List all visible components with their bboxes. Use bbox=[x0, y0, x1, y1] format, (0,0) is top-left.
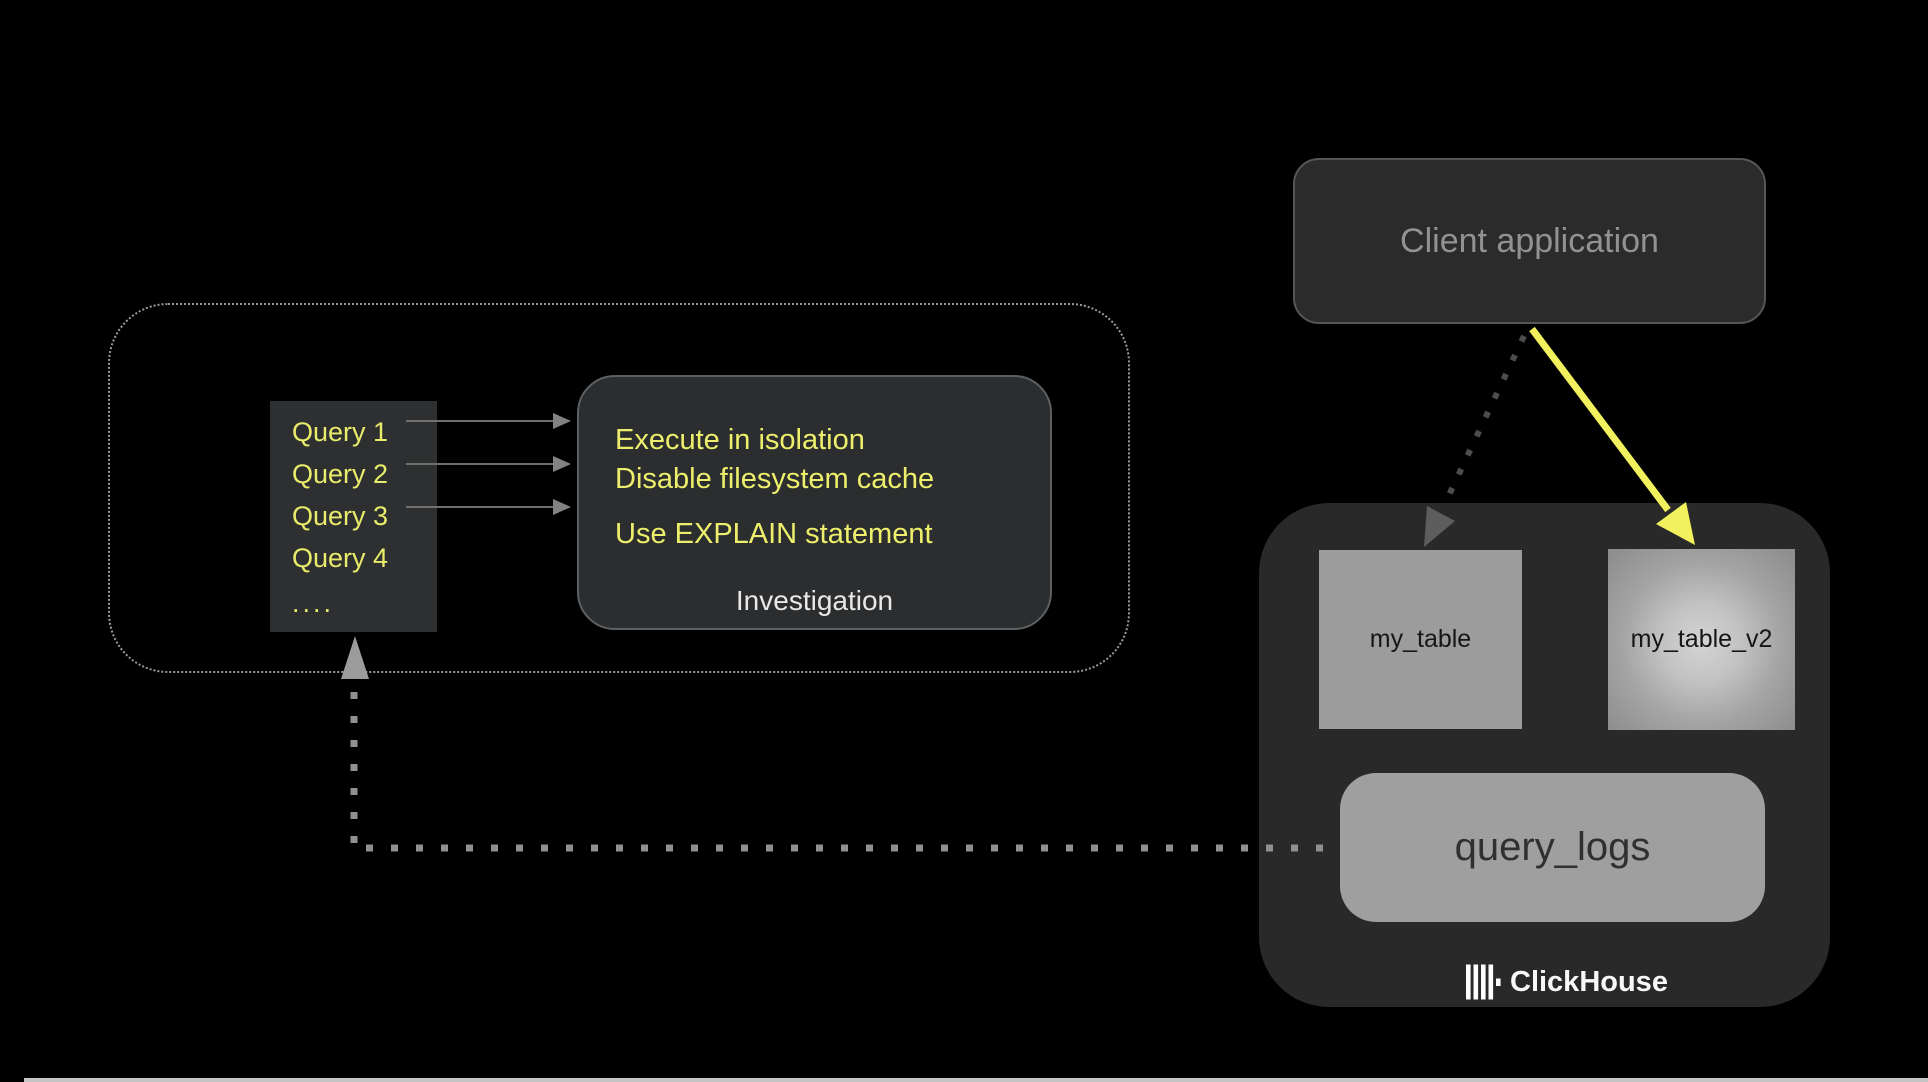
client-application-label: Client application bbox=[1400, 221, 1659, 260]
my-table-v2-box: my_table_v2 bbox=[1608, 549, 1795, 730]
query-logs-box: query_logs bbox=[1340, 773, 1765, 922]
investigation-note-cache: Disable filesystem cache bbox=[615, 463, 935, 495]
my-table-v2-label: my_table_v2 bbox=[1630, 625, 1773, 653]
investigation-label: Investigation bbox=[735, 585, 894, 616]
clickhouse-wordmark: ClickHouse bbox=[1510, 965, 1668, 998]
investigation-note-explain: Use EXPLAIN statement bbox=[615, 518, 933, 550]
query-item-1: Query 1 bbox=[292, 417, 389, 447]
query-list-panel: Query 1 Query 2 Query 3 Query 4 .... bbox=[270, 401, 437, 632]
query-item-ellipsis: .... bbox=[292, 588, 335, 618]
query-logs-label: query_logs bbox=[1454, 825, 1651, 869]
investigation-note-isolation: Execute in isolation bbox=[615, 424, 865, 456]
investigation-box: Execute in isolation Disable filesystem … bbox=[577, 375, 1052, 630]
clickhouse-brand: ClickHouse bbox=[1466, 961, 1668, 1003]
bottom-edge-strip bbox=[24, 1078, 1928, 1082]
query-item-2: Query 2 bbox=[292, 459, 389, 489]
clickhouse-logo-icon bbox=[1466, 964, 1501, 1000]
investigation-group-outline bbox=[108, 303, 1130, 673]
client-application-box: Client application bbox=[1293, 158, 1766, 324]
my-table-label: my_table bbox=[1369, 625, 1472, 653]
query-item-4: Query 4 bbox=[292, 543, 389, 573]
query-item-3: Query 3 bbox=[292, 501, 389, 531]
my-table-box: my_table bbox=[1319, 550, 1522, 729]
